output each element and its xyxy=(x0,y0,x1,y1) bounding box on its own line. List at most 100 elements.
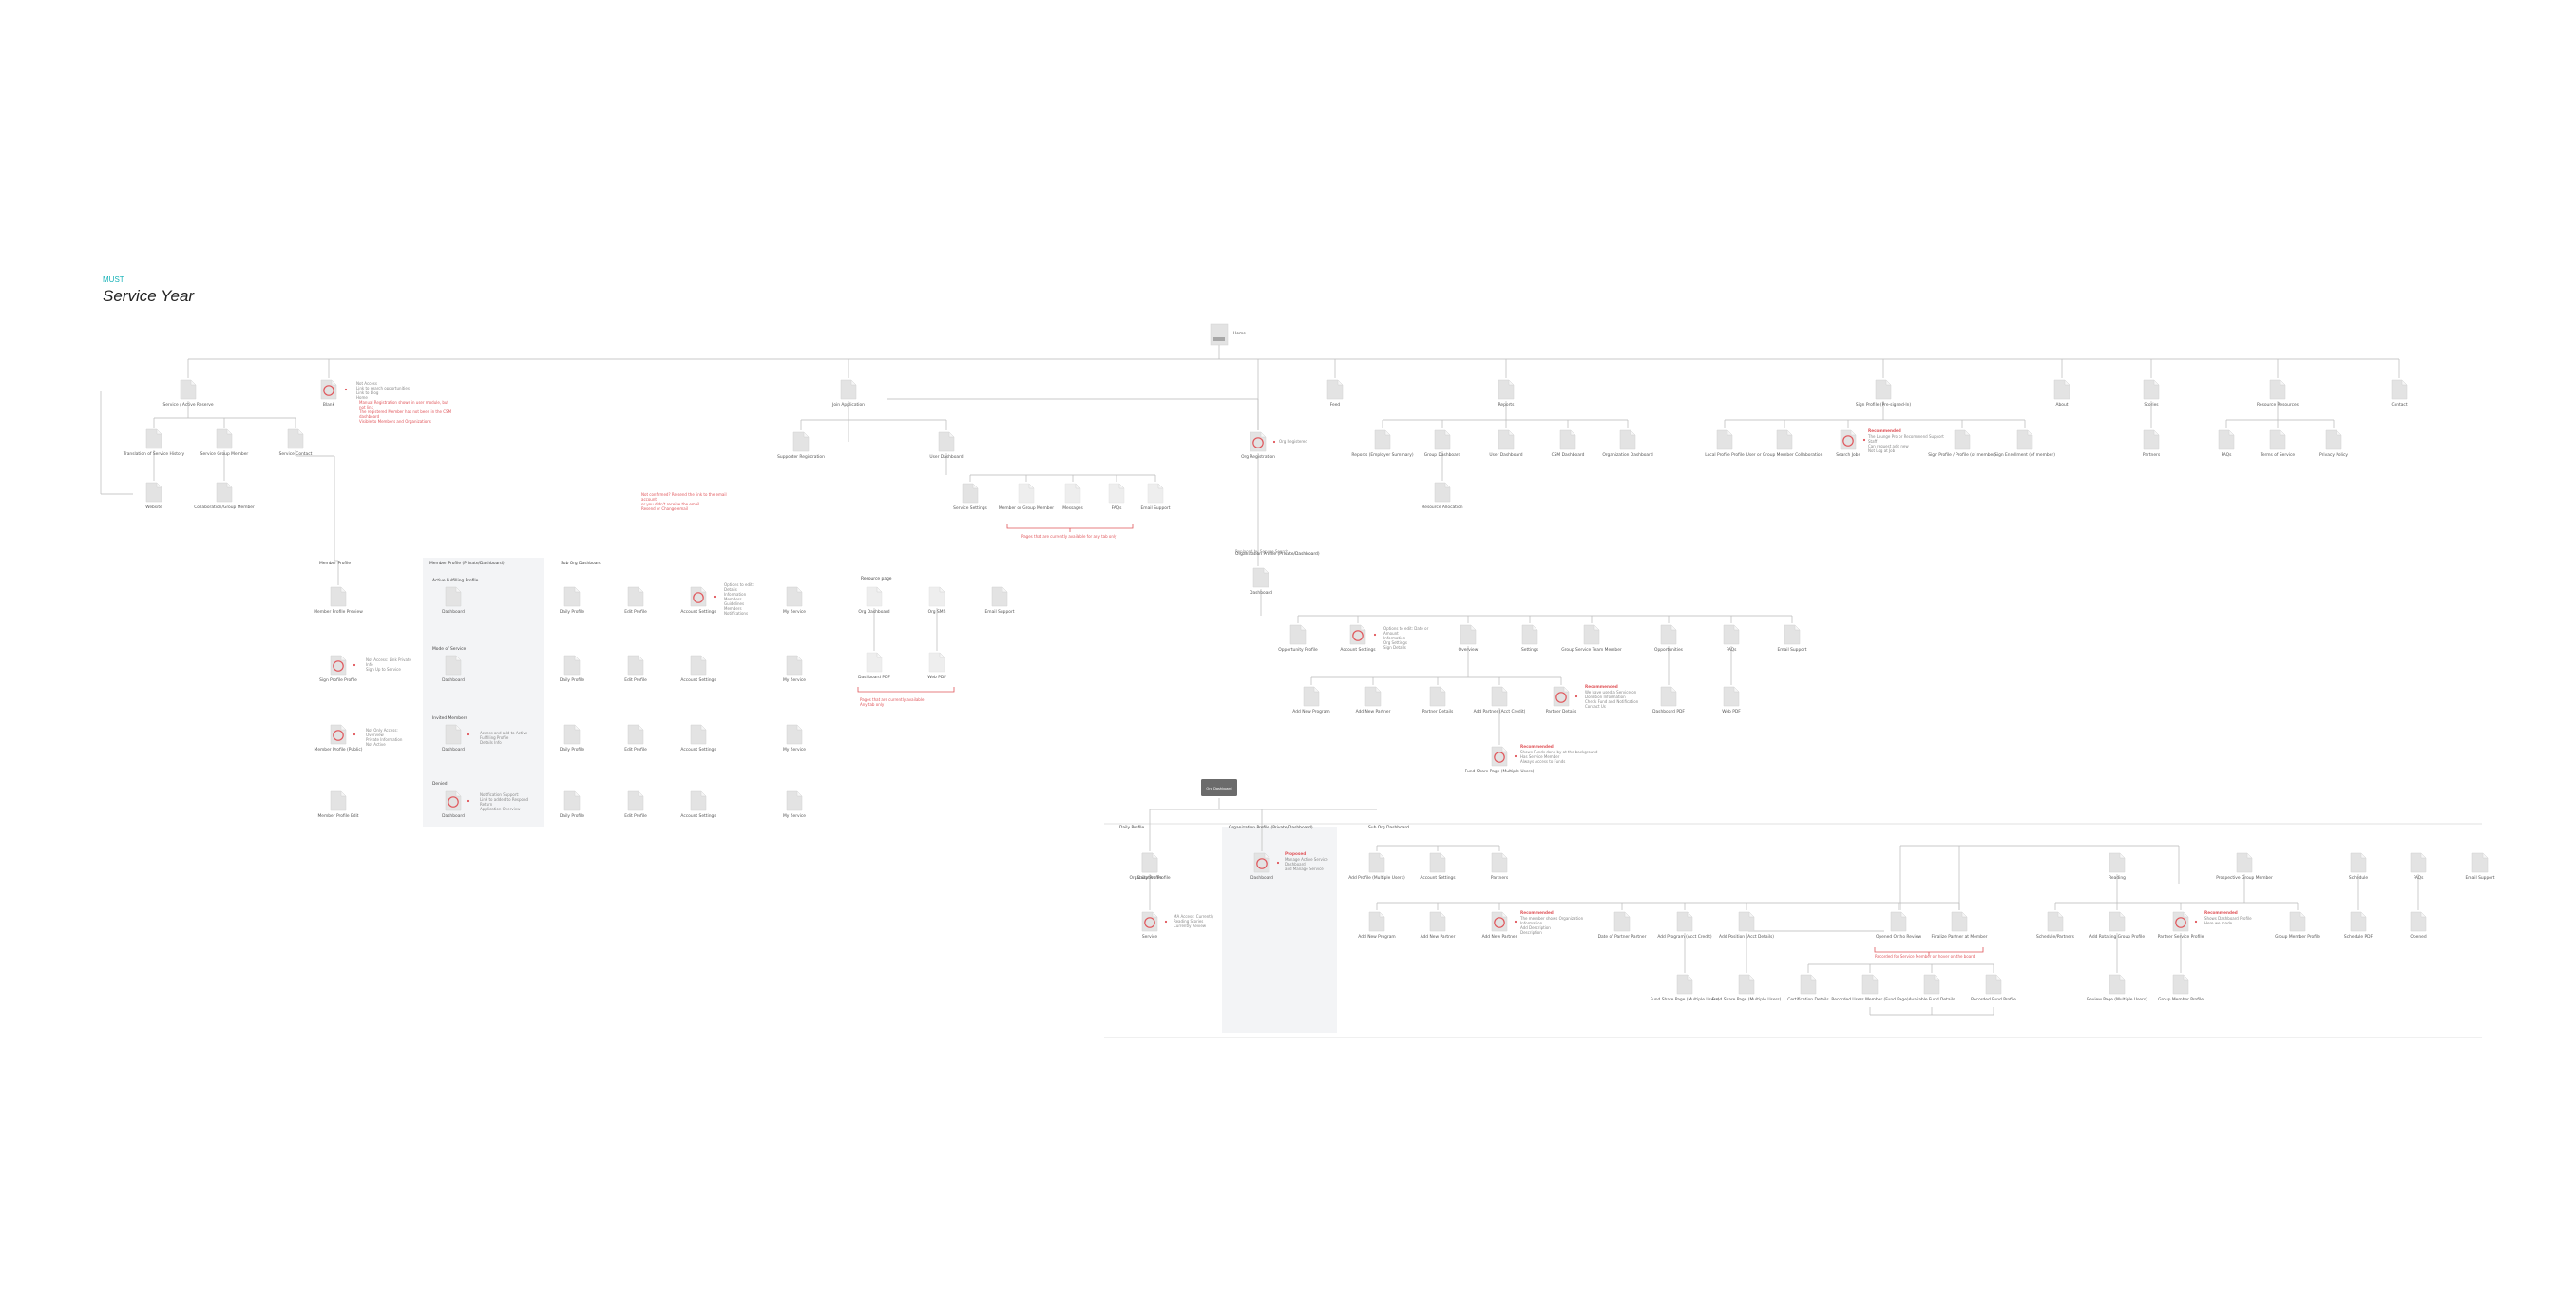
page-node-n_osv[interactable] xyxy=(1349,624,1366,645)
page-node-n_orm[interactable] xyxy=(1583,624,1600,645)
page-node-n_ef3[interactable] xyxy=(627,724,644,745)
page-node-n_pdr[interactable] xyxy=(866,652,883,673)
page-node-n_sr1[interactable] xyxy=(792,431,810,452)
page-node-n_ap7[interactable] xyxy=(1613,911,1631,932)
page-node-n_ap6[interactable] xyxy=(1491,911,1508,932)
page-node-n_oh[interactable] xyxy=(1660,624,1677,645)
page-node-n_sc[interactable] xyxy=(287,428,304,449)
page-node-n_dp3[interactable] xyxy=(563,724,581,745)
page-node-n_ap17[interactable] xyxy=(1951,911,1968,932)
page-node-n_cp[interactable] xyxy=(991,586,1008,607)
page-node-n_ap23[interactable] xyxy=(2047,911,2064,932)
page-node-n_tci[interactable] xyxy=(145,428,162,449)
page-node-n_oss[interactable] xyxy=(1784,624,1801,645)
page-node-n_ud2[interactable] xyxy=(1498,429,1515,450)
page-node-n_ef2[interactable] xyxy=(627,655,644,676)
page-node-n_ref4[interactable] xyxy=(786,790,803,811)
page-node-n_mpe[interactable] xyxy=(330,790,347,811)
page-node-n_ap21[interactable] xyxy=(2410,852,2427,873)
page-node-n_ap12[interactable] xyxy=(1800,974,1817,995)
page-node-n_ct[interactable] xyxy=(2391,379,2408,400)
page-node-n_uc[interactable] xyxy=(938,431,955,452)
page-node-n_op[interactable] xyxy=(1289,624,1307,645)
page-node-n_dp1[interactable] xyxy=(563,586,581,607)
page-node-n_es[interactable] xyxy=(1147,483,1164,504)
page-node-n_rs[interactable] xyxy=(1374,429,1391,450)
page-node-n_cfb[interactable] xyxy=(1559,429,1576,450)
page-node-n_fq[interactable] xyxy=(1108,483,1125,504)
home-badge[interactable] xyxy=(1201,779,1237,796)
page-node-n_rg[interactable] xyxy=(1250,431,1267,452)
page-node-n_fd[interactable] xyxy=(1326,379,1344,400)
page-node-n_dp2[interactable] xyxy=(563,655,581,676)
page-node-n_ci[interactable] xyxy=(216,482,233,503)
page-node-n_ap1[interactable] xyxy=(1368,852,1385,873)
page-node-n_ap18[interactable] xyxy=(2109,852,2126,873)
page-node-n_ltd[interactable] xyxy=(1141,911,1158,932)
page-node-n_sv3[interactable] xyxy=(690,724,707,745)
page-node-n_ab[interactable] xyxy=(2053,379,2070,400)
page-node-n_ap24[interactable] xyxy=(2109,911,2126,932)
page-node-n_ref2[interactable] xyxy=(786,655,803,676)
page-node-n_sj[interactable] xyxy=(1840,429,1857,450)
page-node-n_sb[interactable] xyxy=(1954,429,1971,450)
page-node-n_db3[interactable] xyxy=(445,724,462,745)
page-node-n_oar[interactable] xyxy=(1364,686,1382,707)
page-node-n_ot[interactable] xyxy=(1252,567,1269,588)
page-node-n_ja[interactable] xyxy=(840,379,857,400)
page-node-n_sv4[interactable] xyxy=(690,790,707,811)
page-node-n_mco[interactable] xyxy=(1018,483,1035,504)
page-node-n_ap16[interactable] xyxy=(1890,911,1907,932)
page-node-n_hp[interactable] xyxy=(330,655,347,676)
page-node-n_ap26[interactable] xyxy=(2289,911,2306,932)
page-node-n_ap22[interactable] xyxy=(2471,852,2489,873)
page-node-n_ms[interactable] xyxy=(1434,482,1451,503)
page-node-n_ap4[interactable] xyxy=(1368,911,1385,932)
page-node-n_od[interactable] xyxy=(1619,429,1636,450)
page-node-n_dp4[interactable] xyxy=(563,790,581,811)
page-node-n_ap30[interactable] xyxy=(2172,974,2189,995)
page-node-n_orl[interactable] xyxy=(1491,686,1508,707)
page-node-n_ap19[interactable] xyxy=(2236,852,2253,873)
page-node-n_ost[interactable] xyxy=(1521,624,1538,645)
page-node-n_ofp[interactable] xyxy=(1491,746,1508,767)
page-node-n_ss[interactable] xyxy=(962,483,979,504)
page-node-n_wp[interactable] xyxy=(928,652,945,673)
page-node-n_ap27[interactable] xyxy=(2350,911,2367,932)
page-node-n_ap13[interactable] xyxy=(1861,974,1879,995)
page-node-n_ap15[interactable] xyxy=(1985,974,2002,995)
page-node-n_wb[interactable] xyxy=(145,482,162,503)
page-node-n_sgs[interactable] xyxy=(2143,379,2160,400)
page-node-n_pd[interactable] xyxy=(866,586,883,607)
page-node-n_omsg[interactable] xyxy=(1723,624,1740,645)
page-node-n_ref1[interactable] xyxy=(786,586,803,607)
page-node-n_opd[interactable] xyxy=(1553,686,1570,707)
page-node-n_ocd[interactable] xyxy=(1723,686,1740,707)
page-node-n_sv1[interactable] xyxy=(690,586,707,607)
page-node-n_db2[interactable] xyxy=(445,655,462,676)
page-node-n_sv2[interactable] xyxy=(690,655,707,676)
page-node-n_ef4[interactable] xyxy=(627,790,644,811)
page-node-n_ap28[interactable] xyxy=(2410,911,2427,932)
page-node-n_nb[interactable] xyxy=(2218,429,2235,450)
page-node-n_sgm[interactable] xyxy=(216,428,233,449)
page-node-n_sp[interactable] xyxy=(1875,379,1892,400)
page-node-n_db4[interactable] xyxy=(445,790,462,811)
page-node-n_pp[interactable] xyxy=(2325,429,2342,450)
page-node-n_ml[interactable] xyxy=(1064,483,1081,504)
page-node-n_mprv[interactable] xyxy=(330,586,347,607)
page-node-n_ap3[interactable] xyxy=(1491,852,1508,873)
page-node-n_bl[interactable] xyxy=(320,379,337,400)
page-node-n_rt[interactable] xyxy=(1498,379,1515,400)
page-node-n_ug[interactable] xyxy=(1776,429,1793,450)
page-node-n_ap29[interactable] xyxy=(2109,974,2126,995)
page-node-n_sg[interactable] xyxy=(2016,429,2033,450)
page-node-n_ef1[interactable] xyxy=(627,586,644,607)
page-node-n_ap20[interactable] xyxy=(2350,852,2367,873)
page-node-n_ap8[interactable] xyxy=(1676,911,1693,932)
page-node-n_opa[interactable] xyxy=(1429,686,1446,707)
page-node-n_ap9[interactable] xyxy=(1738,911,1755,932)
page-node-n_ap5[interactable] xyxy=(1429,911,1446,932)
page-node-n_obp[interactable] xyxy=(1660,686,1677,707)
page-node-n_bs[interactable] xyxy=(928,586,945,607)
